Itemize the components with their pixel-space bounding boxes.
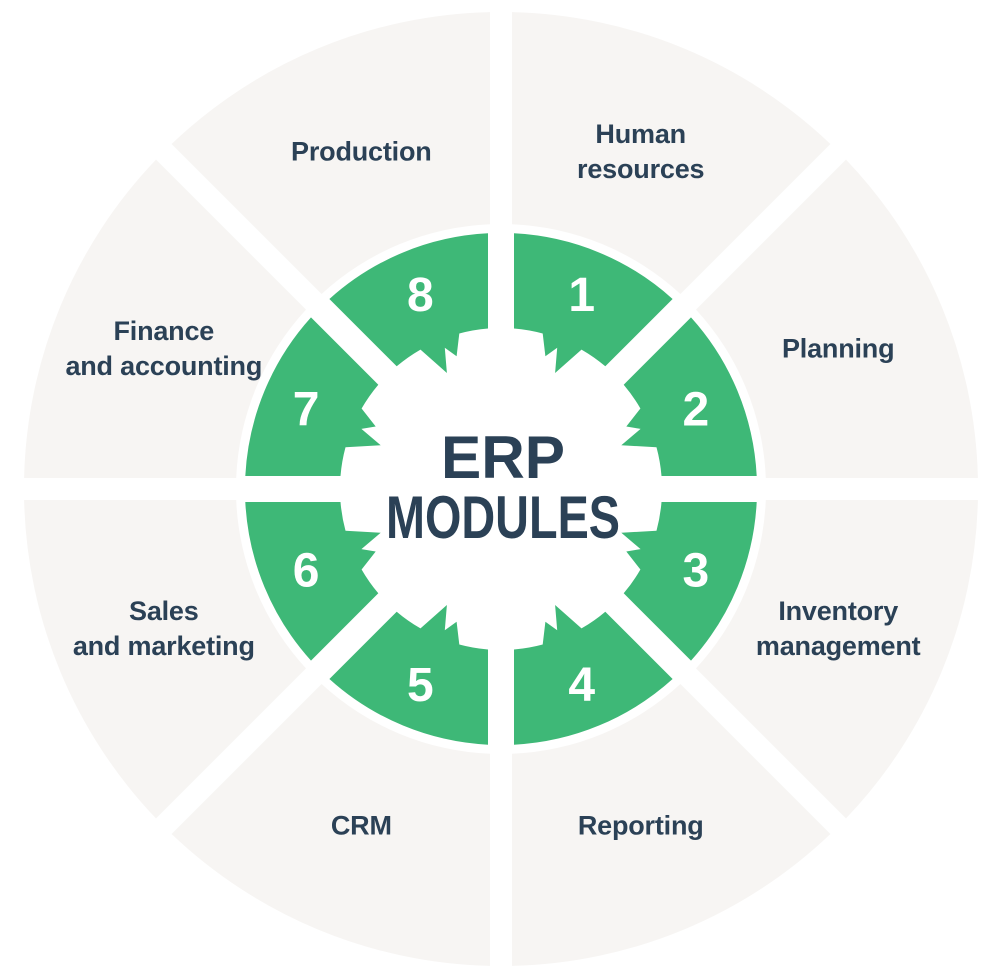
segment-number-3: 3 bbox=[683, 545, 710, 598]
ring-segment-5 bbox=[329, 605, 488, 745]
ring-segment-3 bbox=[621, 502, 757, 661]
outer-sector-human-resources bbox=[512, 12, 831, 294]
center-title-line2: MODULES bbox=[386, 484, 620, 551]
segment-number-2: 2 bbox=[683, 383, 710, 436]
segment-numbers: 1 2 3 4 5 6 7 8 bbox=[293, 269, 710, 712]
segment-number-5: 5 bbox=[407, 659, 434, 712]
outer-sector-inventory-management bbox=[696, 500, 978, 819]
segment-number-6: 6 bbox=[293, 545, 320, 598]
ring-segment-7 bbox=[245, 317, 381, 476]
center-title-line1: ERP bbox=[441, 424, 565, 491]
outer-ring bbox=[24, 12, 978, 966]
outer-sector-crm bbox=[171, 684, 490, 966]
outer-sector-production bbox=[171, 12, 490, 294]
ring-segment-4 bbox=[514, 605, 673, 745]
ring-segment-6 bbox=[245, 502, 381, 661]
segment-number-4: 4 bbox=[568, 659, 595, 712]
ring-segment-8 bbox=[329, 233, 488, 373]
ring-segment-1 bbox=[514, 233, 673, 373]
ring-segment-2 bbox=[621, 317, 757, 476]
outer-sector-finance-and-accounting bbox=[24, 159, 306, 478]
segment-number-8: 8 bbox=[407, 269, 434, 322]
outer-sector-reporting bbox=[512, 684, 831, 966]
segment-number-7: 7 bbox=[293, 383, 320, 436]
outer-sector-sales-and-marketing bbox=[24, 500, 306, 819]
outer-sector-planning bbox=[696, 159, 978, 478]
inner-ring bbox=[245, 233, 757, 745]
segment-number-1: 1 bbox=[568, 269, 595, 322]
